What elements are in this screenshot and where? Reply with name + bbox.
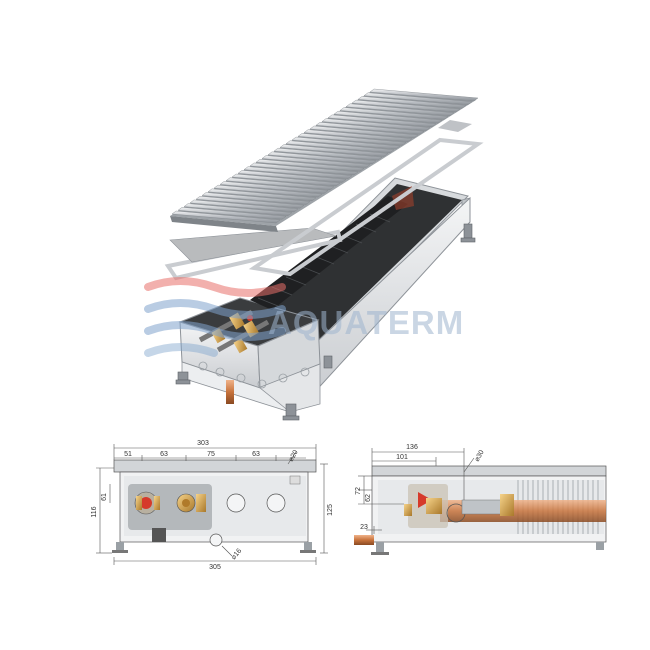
side-dim-diam: ⌀30 — [474, 449, 486, 463]
grille-bar — [207, 188, 317, 202]
grille-bar — [357, 96, 467, 109]
aquaterm-watermark-text: AQUATERM — [268, 304, 464, 341]
grille-bar — [339, 107, 449, 120]
dim-overall-width: 303 — [197, 440, 209, 447]
grille-bar — [249, 162, 359, 176]
side-dim-h1: 72 — [355, 487, 362, 495]
grille-bar — [291, 136, 401, 150]
frame-top-strip — [438, 120, 472, 132]
grille-bar — [195, 196, 305, 209]
grille-bar — [285, 140, 395, 153]
grille-bar — [219, 181, 329, 194]
dim-seg3: 75 — [207, 451, 215, 458]
side-dim-width-inner: 101 — [396, 454, 408, 461]
dim-bottom-width: 305 — [209, 564, 221, 571]
side-dim-h3: 23 — [360, 524, 368, 531]
grille-bar — [321, 118, 431, 131]
grille-bar — [177, 207, 287, 220]
grille-bar — [231, 173, 341, 187]
dim-height-right: 125 — [327, 504, 334, 516]
convector-3d-view — [164, 88, 484, 421]
dim-diam-bottom: ⌀16 — [230, 548, 243, 562]
grille-bar — [345, 103, 455, 116]
roll-grille — [170, 88, 479, 232]
grille-bar — [171, 210, 281, 224]
frame-right — [248, 137, 484, 277]
grille-bar — [237, 170, 347, 183]
dim-height-left-big: 116 — [91, 506, 98, 517]
dim-seg4: 63 — [252, 451, 260, 458]
grille-bar — [183, 203, 293, 216]
dim-height-left-small: 61 — [101, 493, 108, 501]
front-view-drawing: 303 51 63 75 63 ⌀20 61 116 125 305 ⌀16 — [91, 440, 334, 571]
grille-bar — [363, 92, 473, 105]
grille-bar — [303, 129, 413, 142]
grille-bar — [327, 114, 437, 128]
grille-bar — [315, 122, 425, 135]
side-view-drawing: 136 101 ⌀30 72 62 23 — [354, 444, 607, 555]
aquaterm-watermark — [144, 277, 286, 357]
grille-bar — [273, 147, 383, 161]
grille-bar — [267, 151, 377, 165]
grille-bar — [279, 144, 389, 157]
grille-bar — [189, 199, 299, 213]
grille-bar — [213, 184, 323, 198]
grille-bar — [225, 177, 335, 190]
dim-seg2: 63 — [160, 451, 168, 458]
cover-plate — [169, 227, 337, 263]
grille-bar — [297, 133, 407, 146]
side-dim-width-top: 136 — [406, 444, 418, 451]
grille-bar — [261, 155, 371, 168]
dim-seg1: 51 — [124, 451, 132, 458]
adjustable-feet — [175, 223, 476, 421]
grille-bar — [243, 166, 353, 179]
grille-bar — [351, 99, 461, 113]
grille-bar — [255, 159, 365, 172]
grille-bar — [309, 125, 419, 139]
grille-bar — [369, 88, 479, 102]
grille-bar — [201, 192, 311, 205]
grille-bar — [333, 110, 443, 124]
side-dim-h2: 62 — [365, 494, 372, 502]
